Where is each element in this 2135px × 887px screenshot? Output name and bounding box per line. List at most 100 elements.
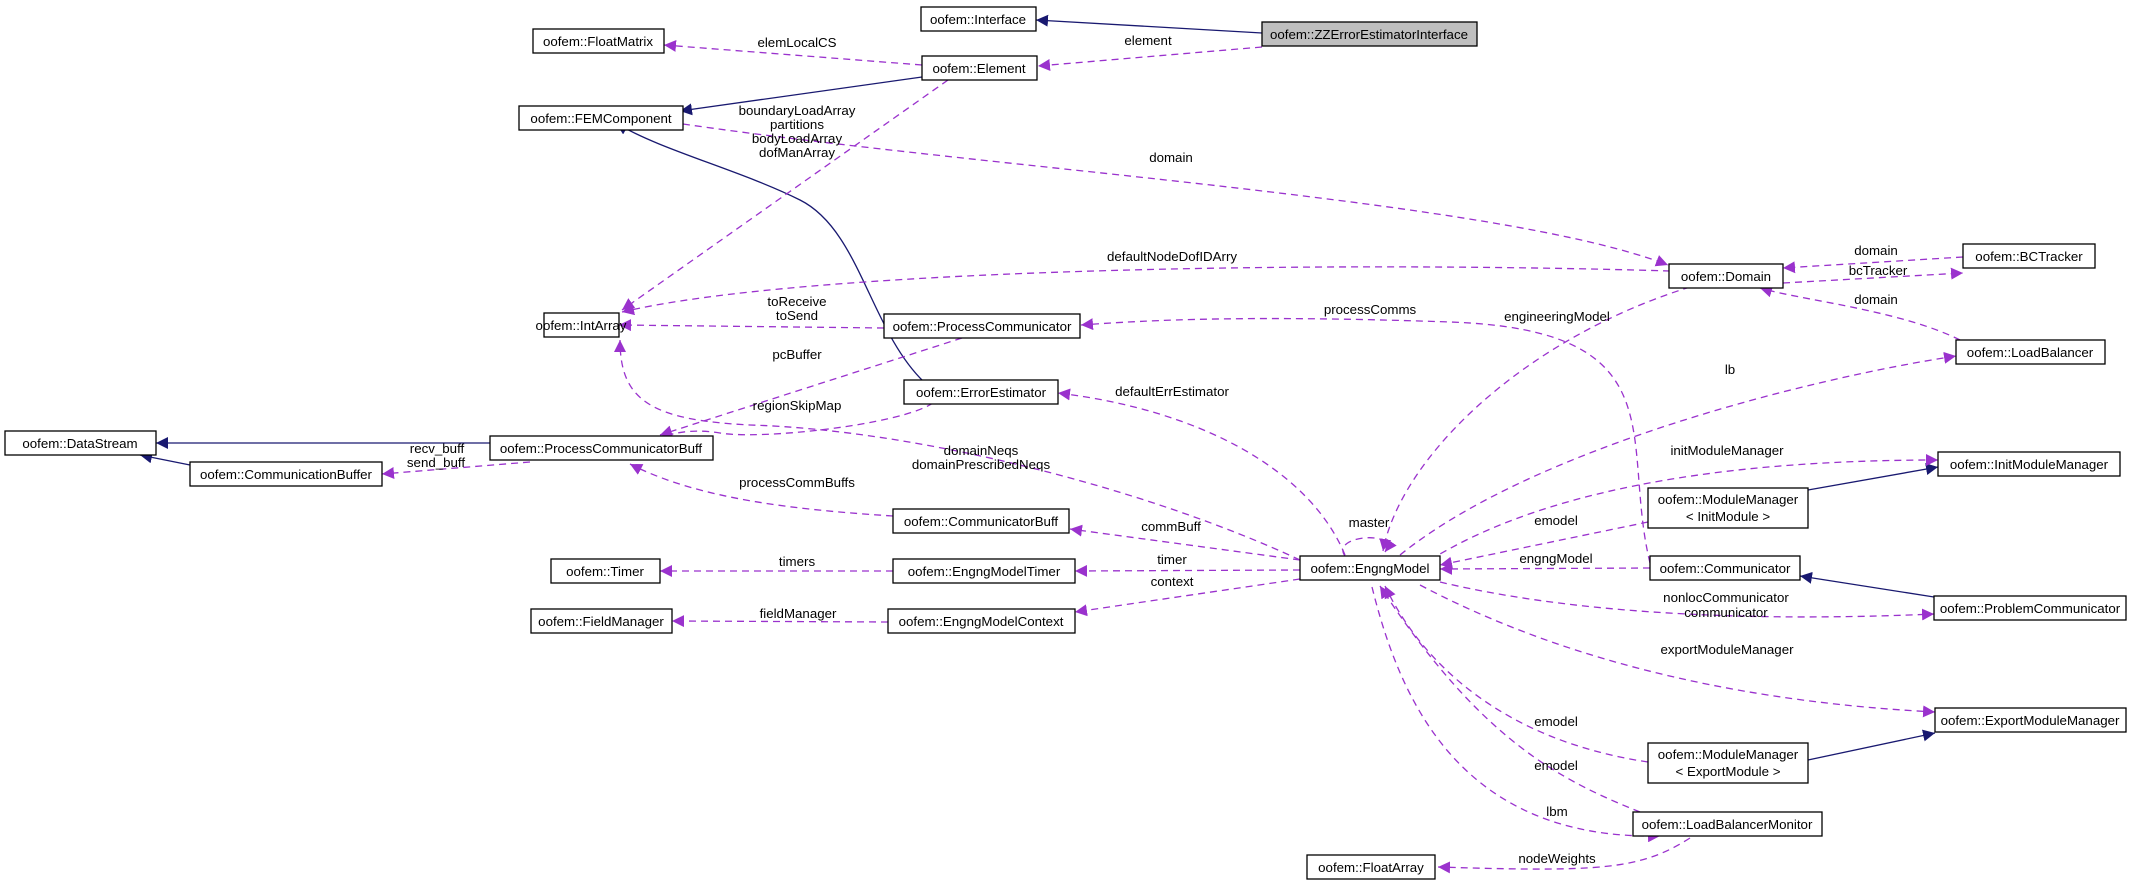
node-label-processcomm: oofem::ProcessCommunicator [893, 319, 1072, 334]
edge-label-initModuleManager: initModuleManager [1670, 443, 1784, 458]
node-label-communicatorbuff: oofem::CommunicatorBuff [904, 514, 1059, 529]
edge-label-regionSkipMap: regionSkipMap [753, 398, 842, 413]
node-domain[interactable]: oofem::Domain [1668, 263, 1784, 289]
inherit-mminit-initmodulemanager [1807, 463, 1939, 491]
node-label-femcomponent: oofem::FEMComponent [530, 111, 671, 126]
node-modulemanager-init[interactable]: oofem::ModuleManager< InitModule > [1647, 487, 1809, 529]
use-engngmodelcontext-fieldmanager [671, 615, 889, 628]
node-processcommunicator[interactable]: oofem::ProcessCommunicator [883, 313, 1081, 339]
node-label-exportmodulemanager: oofem::ExportModuleManager [1941, 713, 2120, 728]
use-bctracker-domain [1782, 256, 1964, 274]
node-element[interactable]: oofem::Element [921, 55, 1038, 81]
node-engngmodel[interactable]: oofem::EngngModel [1299, 555, 1441, 581]
use-engngmodel-engngmodel [1342, 537, 1397, 557]
use-domain-engngmodel [1379, 286, 1691, 552]
edge-label-fieldManager: fieldManager [760, 606, 837, 621]
node-communicator[interactable]: oofem::Communicator [1649, 555, 1801, 581]
node-loadbalancermonitor[interactable]: oofem::LoadBalancerMonitor [1632, 811, 1823, 837]
edge-label-domainPrescribedNeqs: domainPrescribedNeqs [912, 457, 1051, 472]
node-timer[interactable]: oofem::Timer [550, 558, 661, 584]
edge-label-toReceive: toReceive [767, 294, 826, 309]
use-lbmonitor-floatarray [1437, 837, 1691, 874]
node-loadbalancer[interactable]: oofem::LoadBalancer [1955, 339, 2106, 365]
use-engngmodel-lbmonitor [1371, 586, 1661, 843]
node-label-mmexport-line1: oofem::ModuleManager [1658, 747, 1799, 762]
edge-label-elemLocalCS: elemLocalCS [757, 35, 836, 50]
node-processcommunicatorbuff[interactable]: oofem::ProcessCommunicatorBuff [489, 435, 714, 461]
edge-label-defaultErrEstimator: defaultErrEstimator [1115, 384, 1229, 399]
use-zz-element [1037, 46, 1263, 71]
edge-label-nodeWeights: nodeWeights [1518, 851, 1596, 866]
edge-label-pcBuffer: pcBuffer [772, 347, 822, 362]
node-label-engngmodelcontext: oofem::EngngModelContext [899, 614, 1064, 629]
use-domain-bctracker [1782, 267, 1964, 284]
use-pcbuff-commbuffer [381, 461, 531, 480]
node-interface[interactable]: oofem::Interface [920, 6, 1037, 32]
edge-label-commBuff: commBuff [1141, 519, 1201, 534]
node-floatarray[interactable]: oofem::FloatArray [1306, 854, 1436, 880]
node-label-fieldmanager: oofem::FieldManager [538, 614, 664, 629]
use-processcomm-intarray [618, 319, 885, 332]
edge-label-bcTracker: bcTracker [1849, 263, 1908, 278]
node-label-interface: oofem::Interface [930, 12, 1026, 27]
use-femcomponent-domain [682, 123, 1669, 267]
use-engngmodel-intarray [614, 339, 1301, 561]
use-lbmonitor-engngmodel [1379, 585, 1641, 813]
edge-label-partitions: partitions [770, 117, 824, 132]
node-engngmodelcontext[interactable]: oofem::EngngModelContext [887, 608, 1076, 634]
node-errorestimator[interactable]: oofem::ErrorEstimator [903, 379, 1059, 405]
use-engngmodel-communicatorbuff [1069, 524, 1301, 561]
use-communicatorbuff-pcbuff [629, 463, 894, 517]
edge-label-domain-lb: domain [1854, 292, 1898, 307]
node-problemcommunicator[interactable]: oofem::ProblemCommunicator [1933, 595, 2127, 621]
edge-label-engngModel: engngModel [1519, 551, 1592, 566]
edge-label-domainNeqs: domainNeqs [944, 443, 1019, 458]
node-communicationbuffer[interactable]: oofem::CommunicationBuffer [189, 461, 383, 487]
use-domain-intarray [621, 266, 1671, 316]
node-label-communicator: oofem::Communicator [1660, 561, 1791, 576]
node-modulemanager-export[interactable]: oofem::ModuleManager< ExportModule > [1647, 742, 1809, 784]
edge-label-engineeringModel: engineeringModel [1504, 309, 1610, 324]
use-engngmodel-problemcomm [1439, 581, 1935, 621]
edge-label-domain-bct: domain [1854, 243, 1898, 258]
node-bctracker[interactable]: oofem::BCTracker [1962, 243, 2096, 269]
node-exportmodulemanager[interactable]: oofem::ExportModuleManager [1934, 707, 2127, 733]
node-initmodulemanager[interactable]: oofem::InitModuleManager [1937, 451, 2121, 477]
node-engngmodeltimer[interactable]: oofem::EngngModelTimer [892, 558, 1076, 584]
node-communicatorbuff[interactable]: oofem::CommunicatorBuff [892, 508, 1070, 534]
inherit-commbuffer-datastream [139, 451, 191, 466]
edge-label-dofManArray: dofManArray [759, 145, 835, 160]
inherit-zz-interface [1035, 14, 1263, 34]
node-label-engngmodel: oofem::EngngModel [1310, 561, 1429, 576]
edge-label-nonlocCommunicator: nonlocCommunicator [1663, 590, 1789, 605]
node-label-element: oofem::Element [932, 61, 1025, 76]
use-engngmodel-loadbalancer [1399, 351, 1957, 556]
use-processcomm-pcbuff [659, 337, 963, 438]
node-label-floatmatrix: oofem::FloatMatrix [543, 34, 653, 49]
node-intarray[interactable]: oofem::IntArray [536, 312, 627, 338]
node-floatmatrix[interactable]: oofem::FloatMatrix [532, 28, 665, 54]
node-label-mmexport-line2: < ExportModule > [1676, 764, 1781, 779]
node-fieldmanager[interactable]: oofem::FieldManager [530, 608, 673, 634]
node-femcomponent[interactable]: oofem::FEMComponent [518, 105, 684, 131]
edge-label-exportModuleManager: exportModuleManager [1660, 642, 1794, 657]
edge-label-master: master [1349, 515, 1390, 530]
edge-label-timers: timers [779, 554, 816, 569]
inherit-mmexport-exportmodulemanager [1807, 729, 1936, 761]
node-datastream[interactable]: oofem::DataStream [4, 430, 157, 456]
node-label-engngmodeltimer: oofem::EngngModelTimer [908, 564, 1061, 579]
use-engngmodel-initmodulemanager [1429, 454, 1939, 561]
use-mmexport-engngmodel [1384, 585, 1649, 763]
use-loadbalancer-domain [1759, 285, 1961, 341]
node-label-mminit-line1: oofem::ModuleManager [1658, 492, 1799, 507]
node-zz-error-estimator-interface: oofem::ZZErrorEstimatorInterface [1261, 21, 1478, 47]
edge-label-bodyLoadArray: bodyLoadArray [752, 131, 843, 146]
edge-label-domain-fem: domain [1149, 150, 1193, 165]
use-engngmodel-errorestimator [1057, 388, 1346, 556]
edge-label-lb: lb [1725, 362, 1735, 377]
node-label-initmodulemanager: oofem::InitModuleManager [1950, 457, 2109, 472]
edge-label-boundaryLoadArray: boundaryLoadArray [739, 103, 856, 118]
node-label-intarray: oofem::IntArray [536, 318, 627, 333]
edge-label-recv_buff: recv_buff [410, 441, 465, 456]
